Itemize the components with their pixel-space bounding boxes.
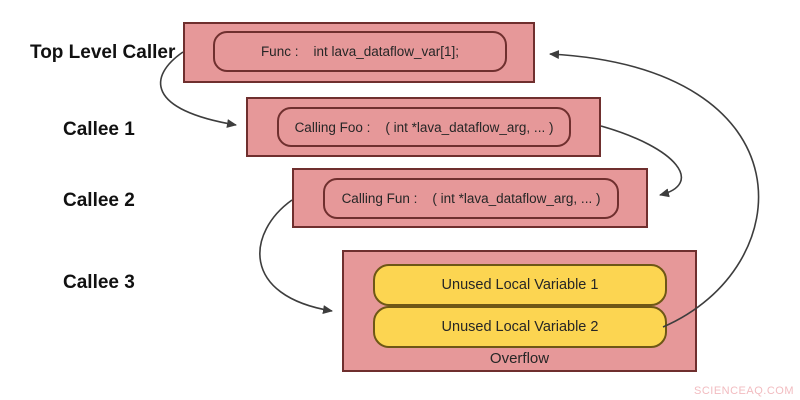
label-callee-2: Callee 2: [63, 190, 135, 211]
frame-top-level-caller: Func : int lava_dataflow_var[1];: [183, 22, 535, 83]
label-top-level-caller: Top Level Caller: [30, 42, 176, 63]
label-callee-3: Callee 3: [63, 272, 135, 293]
unused-local-variable-2-box: Unused Local Variable 2: [373, 306, 667, 348]
overflow-caption: Overflow: [489, 350, 550, 367]
calling-fun-pill: Calling Fun : ( int *lava_dataflow_arg, …: [323, 178, 619, 219]
calling-foo-text: Calling Foo : ( int *lava_dataflow_arg, …: [294, 119, 554, 135]
label-callee-1: Callee 1: [63, 119, 135, 140]
frame-callee-2: Calling Fun : ( int *lava_dataflow_arg, …: [292, 168, 648, 228]
calling-foo-pill: Calling Foo : ( int *lava_dataflow_arg, …: [277, 107, 571, 147]
calling-fun-text: Calling Fun : ( int *lava_dataflow_arg, …: [341, 191, 601, 206]
unused-local-variable-1-box: Unused Local Variable 1: [373, 264, 667, 306]
func-declaration-pill: Func : int lava_dataflow_var[1];: [213, 31, 507, 72]
frame-callee-3-overflow: Unused Local Variable 1 Unused Local Var…: [342, 250, 697, 372]
func-declaration-text: Func : int lava_dataflow_var[1];: [260, 44, 460, 59]
frame-callee-1: Calling Foo : ( int *lava_dataflow_arg, …: [246, 97, 601, 157]
watermark: SCIENCEAQ.COM: [693, 385, 794, 397]
